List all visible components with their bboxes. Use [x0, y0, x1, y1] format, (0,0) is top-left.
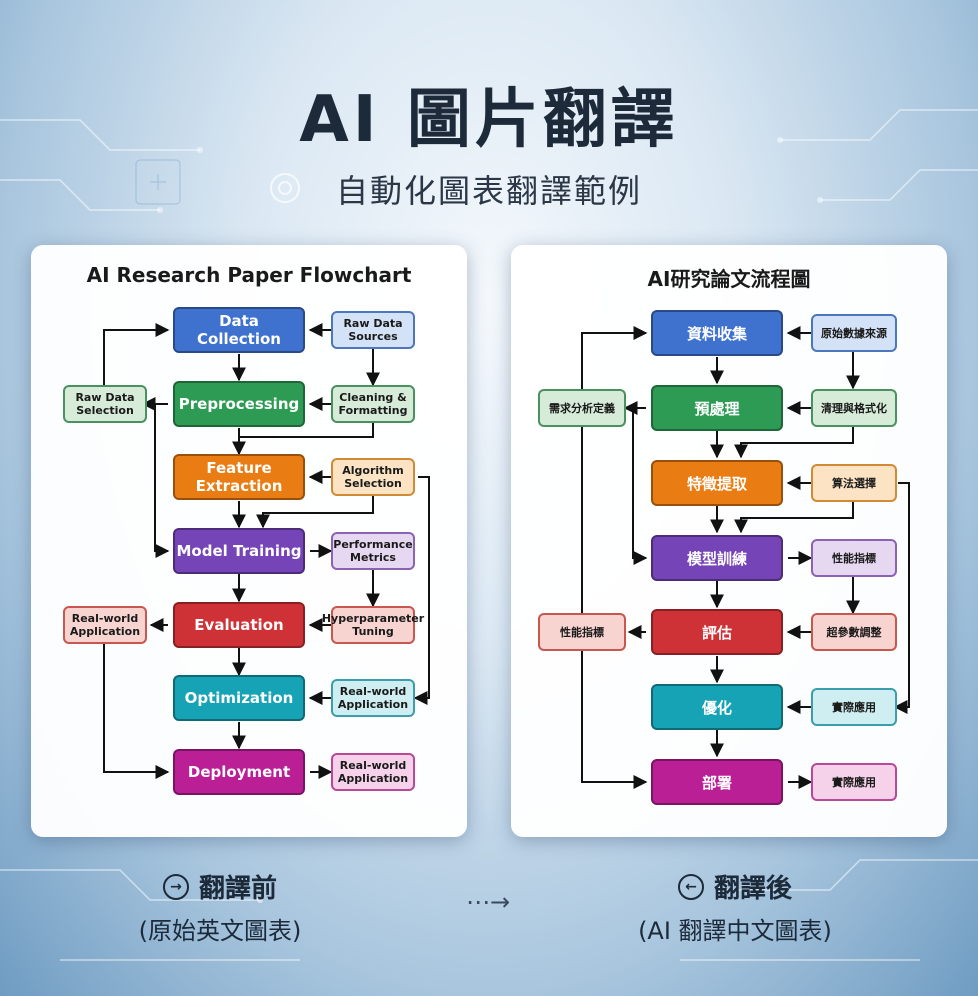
node-data-collection[interactable]: Data Collection [173, 307, 305, 353]
side-requirements-analysis-zh[interactable]: 需求分析定義 [538, 389, 626, 427]
side-real-world-application-zh[interactable]: 實際應用 [811, 688, 897, 726]
side-algorithm-selection-zh[interactable]: 算法選擇 [811, 464, 897, 502]
node-evaluation[interactable]: Evaluation [173, 602, 305, 648]
translated-flowchart-panel: AI研究論文流程圖 [511, 245, 947, 837]
side-raw-data-selection[interactable]: Raw Data Selection [63, 385, 147, 423]
after-label: 翻譯後 [713, 874, 792, 904]
node-preprocessing-zh[interactable]: 預處理 [651, 385, 783, 431]
panel-title: AI Research Paper Flowchart [86, 263, 412, 287]
node-deployment-zh[interactable]: 部署 [651, 759, 783, 805]
side-raw-data-sources-zh[interactable]: 原始數據來源 [811, 314, 897, 352]
side-cleaning-formatting[interactable]: Cleaning & Formatting [331, 385, 415, 423]
flow-connectors [97, 323, 430, 779]
side-performance-metrics-zh[interactable]: 性能指標 [811, 539, 897, 577]
side-performance-metrics[interactable]: Performance Metrics [331, 532, 415, 570]
transition-arrow-icon: ⋯→ [466, 888, 511, 916]
node-model-training-zh[interactable]: 模型訓練 [651, 535, 783, 581]
before-label: 翻譯前 [198, 874, 277, 904]
side-algorithm-selection[interactable]: Algorithm Selection [331, 458, 415, 496]
node-deployment[interactable]: Deployment [173, 749, 305, 795]
node-data-collection-zh[interactable]: 資料收集 [651, 310, 783, 356]
node-optimization[interactable]: Optimization [173, 675, 305, 721]
side-hyperparameter-tuning-zh[interactable]: 超參數調整 [811, 613, 897, 651]
arrow-left-circle-icon: ← [677, 873, 704, 900]
before-caption: → 翻譯前 (原始英文圖表) [70, 868, 370, 946]
node-evaluation-zh[interactable]: 評估 [651, 609, 783, 655]
side-cleaning-formatting-zh[interactable]: 清理與格式化 [811, 389, 897, 427]
side-hyperparameter-tuning[interactable]: Hyperparameter Tuning [322, 606, 424, 644]
panel-title: AI研究論文流程圖 [647, 267, 811, 291]
page-subtitle: 自動化圖表翻譯範例 [335, 172, 642, 210]
node-optimization-zh[interactable]: 優化 [651, 684, 783, 730]
node-model-training[interactable]: Model Training [173, 528, 305, 574]
node-feature-extraction-zh[interactable]: 特徵提取 [651, 460, 783, 506]
before-sublabel: (原始英文圖表) [138, 917, 302, 945]
page-title: AI 圖片翻譯 [299, 83, 679, 157]
side-performance-metrics-left-zh[interactable]: 性能指標 [538, 613, 626, 651]
original-flowchart-panel: AI Research Paper Flowchart [31, 245, 467, 837]
after-sublabel: (AI 翻譯中文圖表) [638, 917, 832, 945]
arrow-right-circle-icon: → [162, 873, 189, 900]
side-real-world-application-2[interactable]: Real-world Application [331, 753, 415, 791]
side-real-world-application-zh-2[interactable]: 實際應用 [811, 763, 897, 801]
node-preprocessing[interactable]: Preprocessing [173, 381, 305, 427]
side-real-world-application[interactable]: Real-world Application [331, 679, 415, 717]
side-real-world-application-left[interactable]: Real-world Application [63, 606, 147, 644]
after-caption: ← 翻譯後 (AI 翻譯中文圖表) [590, 868, 880, 946]
side-raw-data-sources[interactable]: Raw Data Sources [331, 311, 415, 349]
node-feature-extraction[interactable]: Feature Extraction [173, 454, 305, 500]
